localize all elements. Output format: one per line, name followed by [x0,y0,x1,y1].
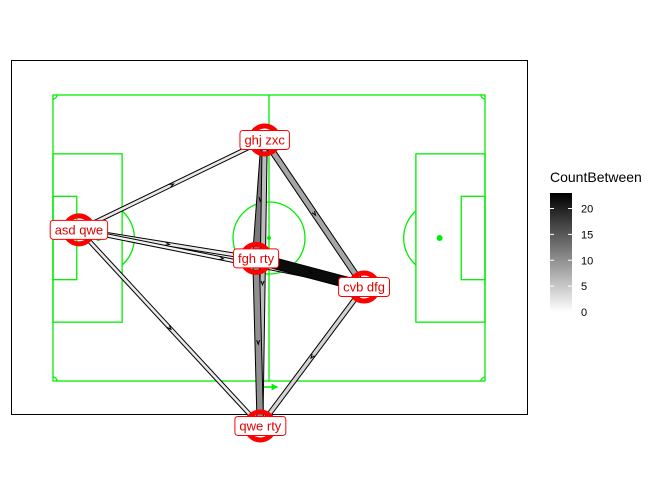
colorbar-tick-label: 5 [581,281,587,293]
pass-edge-arrow [310,353,315,360]
pass-edge [77,228,262,427]
colorbar-ticks: 0 5 10 15 20 [550,204,593,319]
pass-edge-arrow [219,256,225,260]
player-label-text: ghj zxc [244,132,285,147]
player-label: asd qwe [49,219,109,240]
colorbar-legend: CountBetween 0 5 10 15 20 [550,169,642,319]
player-label-box [234,415,287,436]
pass-edge [262,138,367,289]
pass-edge-arrow [169,183,175,188]
player-label-box [49,219,109,240]
player-label-box [232,248,280,269]
player-label: ghj zxc [239,129,290,150]
colorbar-tick-label: 20 [581,204,593,216]
player-label: fgh rty [232,248,280,269]
pass-edge-arrow [256,339,261,346]
player-label-box [338,277,391,298]
player-labels: ghj zxc asd qwe fgh rty cvb dfg qwe rty [49,129,391,436]
pass-edge-arrow [260,280,265,287]
corner-arc [52,94,58,100]
corner-arc [480,376,486,382]
player-label-text: asd qwe [55,222,103,237]
corner-arc [52,376,58,382]
player-label-text: fgh rty [238,251,275,266]
player-label-text: cvb dfg [343,280,385,295]
pass-edge [253,258,264,427]
right-penalty-spot [436,235,443,241]
colorbar-tick-label: 10 [581,255,593,267]
direction-arrowhead [271,383,278,391]
colorbar-title: CountBetween [550,169,642,185]
pass-edge [78,138,266,232]
colorbar-tick-label: 15 [581,229,593,241]
pass-edge-arrow [166,325,172,331]
colorbar-gradient [550,193,572,312]
pass-edge [258,286,366,427]
player-label-text: qwe rty [239,418,281,433]
center-spot [267,236,271,240]
pass-edge-arrow [311,210,317,217]
corner-arc [480,94,486,100]
player-label: qwe rty [234,415,287,436]
pass-edge-arrow [165,241,171,246]
colorbar-tick-label: 0 [581,307,587,319]
pass-edge-arrow [307,270,314,275]
player-label: cvb dfg [338,277,391,298]
right-penalty-arc [403,210,417,266]
center-circle [232,201,306,275]
player-label-box [239,129,290,150]
right-goal-area [460,195,486,281]
